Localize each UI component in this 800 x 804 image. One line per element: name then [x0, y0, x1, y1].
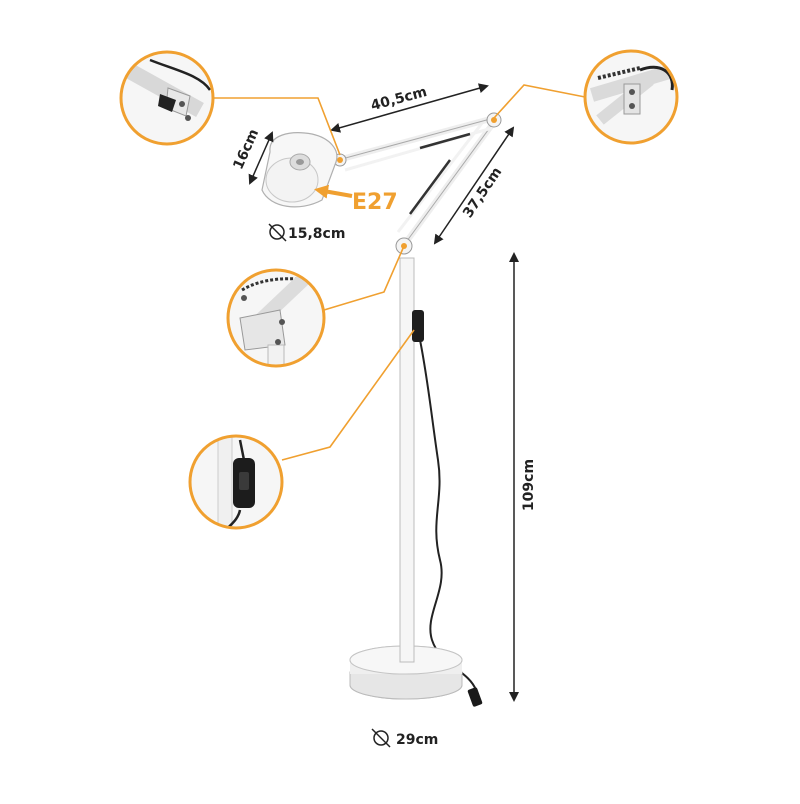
- shade-diameter: 15,8cm: [268, 223, 345, 242]
- power-plug: [467, 687, 483, 707]
- detail-circle-elbow-spring: [583, 49, 679, 145]
- shade-height-dimension-arrow: [248, 131, 274, 185]
- socket-pointer-arrow: [314, 184, 353, 199]
- socket-type-label: E27: [352, 190, 398, 215]
- detail-circle-head-joint: [119, 50, 215, 146]
- power-cord: [419, 339, 477, 691]
- base-diameter: 29cm: [371, 728, 438, 748]
- detail-circle-shoulder-joint: [226, 268, 326, 368]
- upper-arm: [337, 115, 495, 172]
- upper-arm-dimension-arrow: [330, 83, 489, 133]
- lamp-pole: [399, 257, 415, 663]
- dimension-lines: [248, 83, 519, 702]
- detail-circle-switch: [188, 434, 284, 530]
- base-diameter-label: 29cm: [396, 732, 438, 748]
- diameter-symbol-icon: [268, 223, 287, 242]
- inline-switch: [412, 310, 424, 342]
- callout-leaders: [213, 84, 586, 461]
- upper-arm-length-label: 40,5cm: [369, 84, 429, 114]
- shade-diameter-label: 15,8cm: [288, 226, 345, 242]
- lower-arm-dimension-arrow: [433, 126, 515, 245]
- diameter-symbol-icon: [371, 728, 391, 748]
- lamp-shade: [261, 132, 338, 208]
- stand-height-label: 109cm: [521, 459, 537, 511]
